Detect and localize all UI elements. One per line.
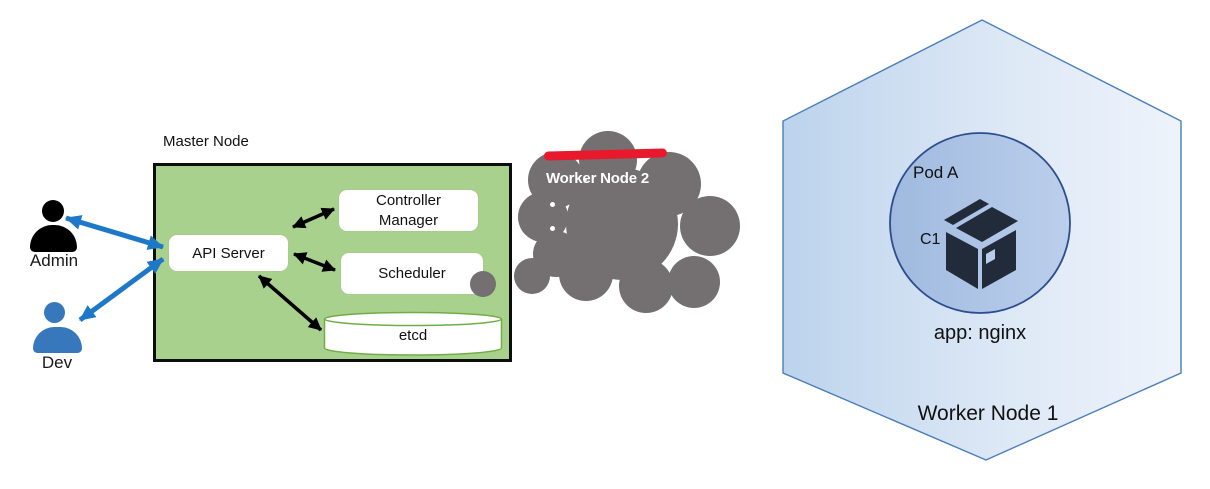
admin-head: [42, 200, 64, 222]
scheduler-box: Scheduler: [340, 252, 484, 295]
dev-label: Dev: [41, 353, 73, 372]
worker-node-1: Pod A C1 app: nginx Worker Node 1: [770, 12, 1190, 468]
admin-person-icon: [28, 200, 80, 254]
admin-label: Admin: [29, 251, 79, 270]
etcd-cylinder-icon: [323, 311, 503, 356]
controller-manager-label: Controller Manager: [375, 191, 442, 229]
admin-api-arrow: [65, 215, 164, 250]
dev-person-icon: [32, 302, 84, 355]
cloud-bubble: [470, 271, 496, 297]
worker-node-hexagon-svg: [782, 19, 1182, 461]
cloud-bubble: [518, 192, 568, 242]
cloud-bubble: [680, 196, 740, 256]
dev-head: [44, 302, 65, 323]
api-server-box: API Server: [168, 234, 289, 272]
master-node-label: Master Node: [163, 133, 249, 150]
container-label: C1: [920, 231, 941, 248]
cloud-bubble: [668, 256, 720, 308]
pod-label: Pod A: [913, 163, 959, 182]
cloud-dot: [550, 202, 555, 207]
cloud-label: Worker Node 2: [546, 170, 649, 187]
dev-api-arrow: [78, 256, 165, 323]
worker-node-1-label: Worker Node 1: [917, 402, 1059, 425]
etcd-cylinder: etcd: [323, 311, 503, 357]
controller-manager-box: Controller Manager: [338, 189, 479, 232]
dev-torso: [33, 327, 82, 353]
app-label: app: nginx: [933, 322, 1027, 344]
cloud-bubble: [566, 168, 678, 280]
container-box-icon: [944, 199, 1018, 289]
admin-torso: [30, 225, 77, 252]
etcd-label: etcd: [398, 327, 428, 344]
cloud-dot: [550, 226, 555, 231]
